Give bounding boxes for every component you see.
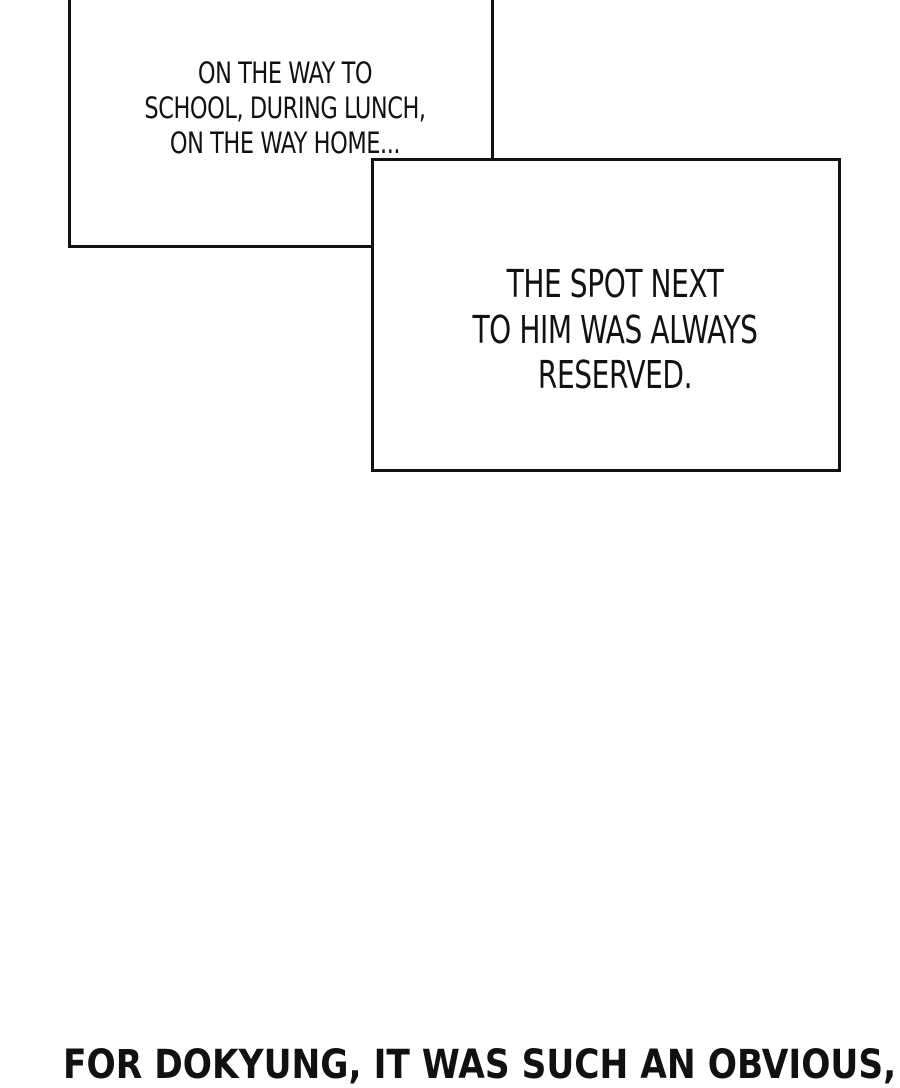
caption-text-1: ON THE WAY TO SCHOOL, DURING LUNCH, ON T… <box>144 56 426 160</box>
narration-text: FOR DOKYUNG, IT WAS SUCH AN OBVIOUS, <box>63 1042 897 1088</box>
caption-box-joiner <box>374 161 491 248</box>
caption-text-2: THE SPOT NEXT TO HIM WAS ALWAYS RESERVED… <box>472 262 758 398</box>
